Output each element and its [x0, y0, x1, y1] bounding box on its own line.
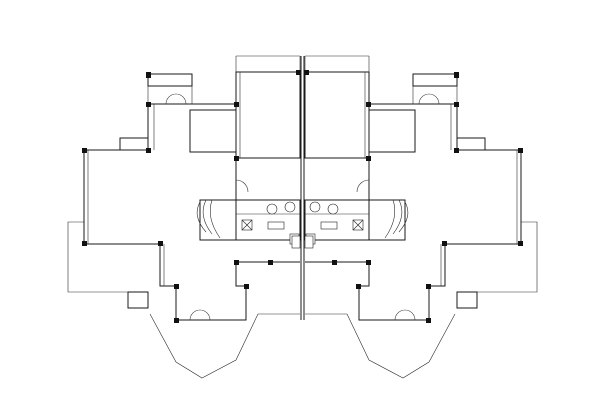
left-unit — [67, 55, 301, 379]
left-balcony-top — [147, 73, 193, 104]
right-stair — [384, 199, 409, 239]
party-wall — [291, 56, 314, 320]
left-stair — [196, 199, 221, 239]
right-balcony-top — [412, 73, 458, 104]
left-living-room — [67, 149, 160, 309]
left-core — [199, 158, 301, 245]
right-core — [304, 158, 406, 245]
right-bay-deck — [305, 313, 456, 379]
left-garage — [235, 55, 301, 159]
left-dining — [159, 244, 300, 321]
left-bay-deck — [149, 313, 300, 379]
right-living-room — [445, 149, 538, 309]
right-garage — [304, 55, 370, 159]
right-unit — [304, 55, 538, 379]
right-dining — [305, 244, 446, 321]
